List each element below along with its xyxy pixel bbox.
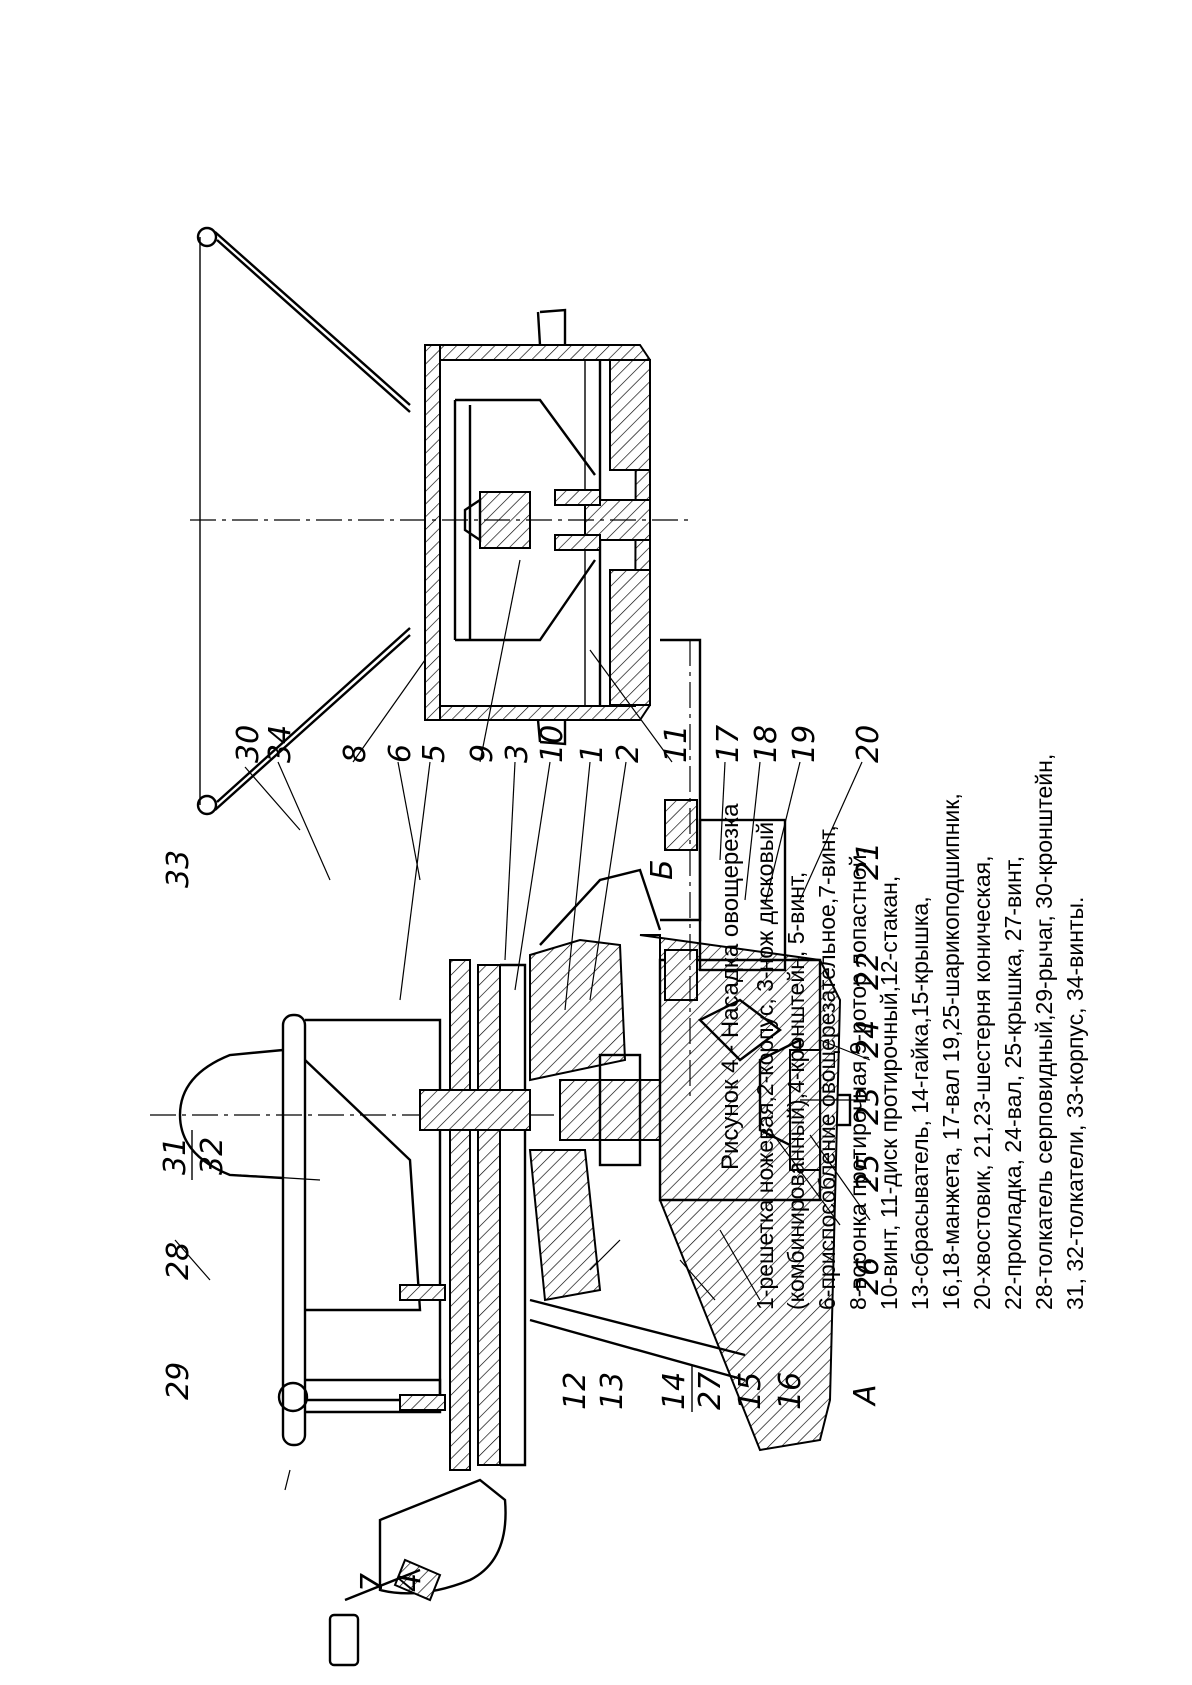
callout-2: 2 (611, 744, 646, 763)
callout-6: 6 (383, 744, 418, 763)
callout-24: 24 (851, 1020, 886, 1058)
callout-14: 14 (657, 1372, 692, 1410)
callout-27: 27 (693, 1372, 728, 1410)
callout-32: 32 (195, 1137, 230, 1175)
callout-29: 29 (161, 1362, 196, 1400)
callout-8: 8 (338, 744, 373, 763)
caption-line: 10-винт, 11-диск протирочный,12-стакан, (876, 875, 902, 1310)
callout-20: 20 (851, 725, 886, 763)
callout-17: 17 (711, 725, 746, 763)
caption-line: 1-решетка ножевая,2-корпус, 3-нож дисков… (752, 821, 778, 1310)
caption-line: 20-хвостовик, 21,23-шестерня коническая, (969, 855, 995, 1310)
callout-9: 9 (465, 744, 500, 763)
caption-line: 8-воронка протирочная,9-ротор лопастной, (845, 848, 871, 1310)
callout-10: 10 (535, 725, 570, 763)
caption-line: 28-толкатель серповидный,29-рычаг, 30-кр… (1031, 753, 1057, 1310)
funnel-assembly (190, 226, 690, 816)
callout-5: 5 (417, 744, 452, 763)
leader-lines (174, 559, 871, 1491)
callout-18: 18 (749, 725, 784, 763)
callout-13: 13 (595, 1372, 630, 1410)
callout-a: А (848, 1384, 883, 1407)
callout-31: 31 (158, 1137, 193, 1175)
callout-3: 3 (500, 744, 535, 763)
cutter-assembly (150, 638, 852, 1667)
caption-line: 31, 32-толкатели, 33-корпус, 34-винты. (1062, 896, 1088, 1310)
caption-line: 6-приспособление овощерезательное,7-винт… (814, 825, 840, 1310)
callout-26: 26 (851, 1257, 886, 1295)
callout-28: 28 (161, 1242, 196, 1280)
caption-line: 13-сбрасыватель, 14-гайка,15-крышка, (907, 896, 933, 1310)
callout-21: 21 (851, 842, 886, 880)
figure-caption: Рисунок 4 - Насадка овощерезка 1-решетка… (715, 210, 1091, 1310)
caption-title: Рисунок 4 - Насадка овощерезка (717, 803, 744, 1170)
callout-30: 30 (231, 725, 266, 763)
callout-7: 7 (355, 1573, 390, 1592)
callout-b: Б (645, 859, 680, 880)
callout-11: 11 (659, 725, 694, 763)
callout-1: 1 (575, 744, 610, 763)
callout-labels: 30 34 8 6 5 9 3 10 1 2 11 17 18 19 20 33… (158, 725, 886, 1592)
callout-23: 23 (851, 1087, 886, 1125)
caption-line: 16,18-манжета, 17-вал 19,25-шарикоподшип… (938, 793, 964, 1310)
callout-16: 16 (773, 1372, 808, 1410)
callout-4: 4 (393, 1573, 428, 1592)
callout-33: 33 (161, 850, 196, 888)
callout-19: 19 (787, 725, 822, 763)
callout-25: 25 (851, 1154, 886, 1192)
callout-34: 34 (263, 725, 298, 763)
callout-22: 22 (851, 952, 886, 990)
callout-12: 12 (558, 1372, 593, 1410)
callout-15: 15 (733, 1372, 768, 1410)
caption-line: (комбинированный),4-кронштейн, 5-винт, (783, 871, 809, 1310)
caption-line: 22-прокладка, 24-вал, 25-крышка, 27-винт… (1000, 855, 1026, 1310)
